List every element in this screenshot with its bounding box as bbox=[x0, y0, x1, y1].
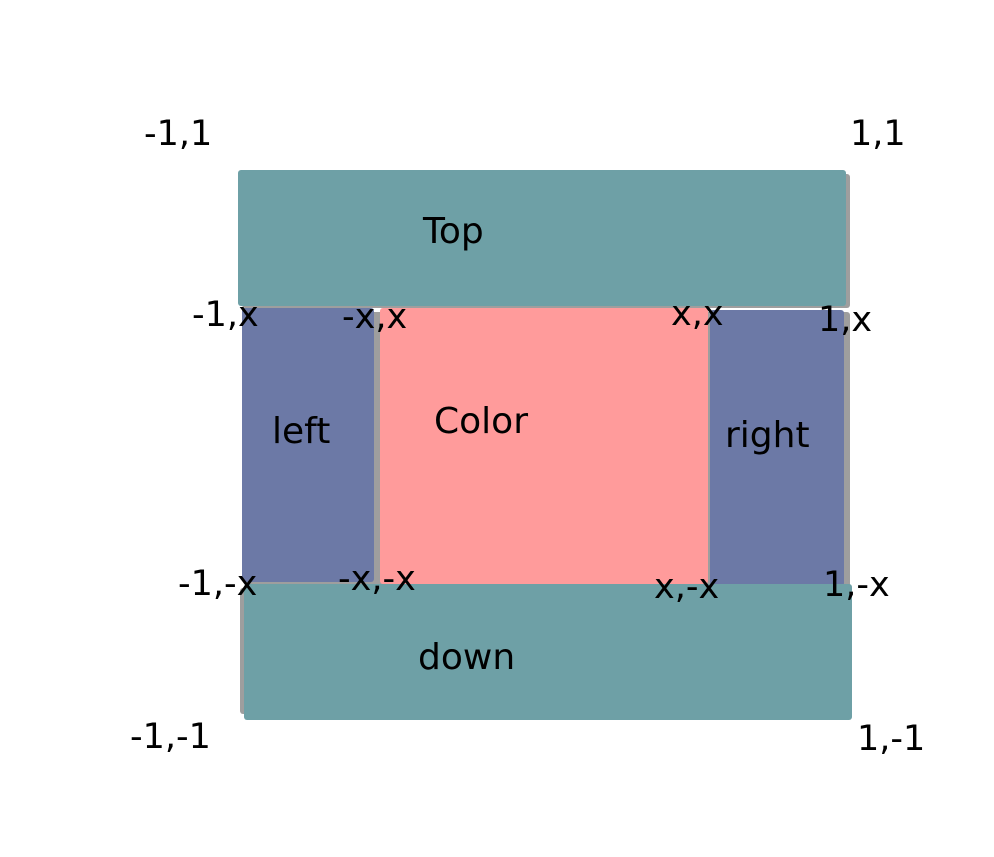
top-label: Top bbox=[423, 211, 484, 252]
top-region bbox=[238, 170, 846, 306]
coord-top-left: -1,1 bbox=[144, 114, 213, 154]
color-label: Color bbox=[434, 401, 528, 442]
coord-mid-bottom-outer-right: 1,-x bbox=[823, 565, 890, 605]
coord-mid-bottom-inner-left: -x,-x bbox=[338, 559, 416, 599]
coord-bottom-right: 1,-1 bbox=[857, 719, 926, 759]
coord-top-right: 1,1 bbox=[850, 114, 906, 154]
down-label: down bbox=[418, 637, 516, 678]
down-region bbox=[244, 584, 852, 720]
color-region bbox=[380, 308, 708, 584]
coord-mid-bottom-inner-right: x,-x bbox=[654, 567, 720, 607]
coord-mid-top-outer-left: -1,x bbox=[192, 295, 259, 335]
left-region bbox=[242, 308, 374, 582]
coord-mid-top-inner-left: -x,x bbox=[342, 297, 408, 337]
left-label: left bbox=[272, 411, 331, 452]
right-region bbox=[710, 310, 844, 586]
coord-mid-top-inner-right: x,x bbox=[671, 294, 724, 334]
coord-mid-bottom-outer-left: -1,-x bbox=[178, 564, 258, 604]
coord-bottom-left: -1,-1 bbox=[130, 717, 211, 757]
coord-mid-top-outer-right: 1,x bbox=[818, 300, 873, 340]
right-label: right bbox=[725, 415, 810, 456]
